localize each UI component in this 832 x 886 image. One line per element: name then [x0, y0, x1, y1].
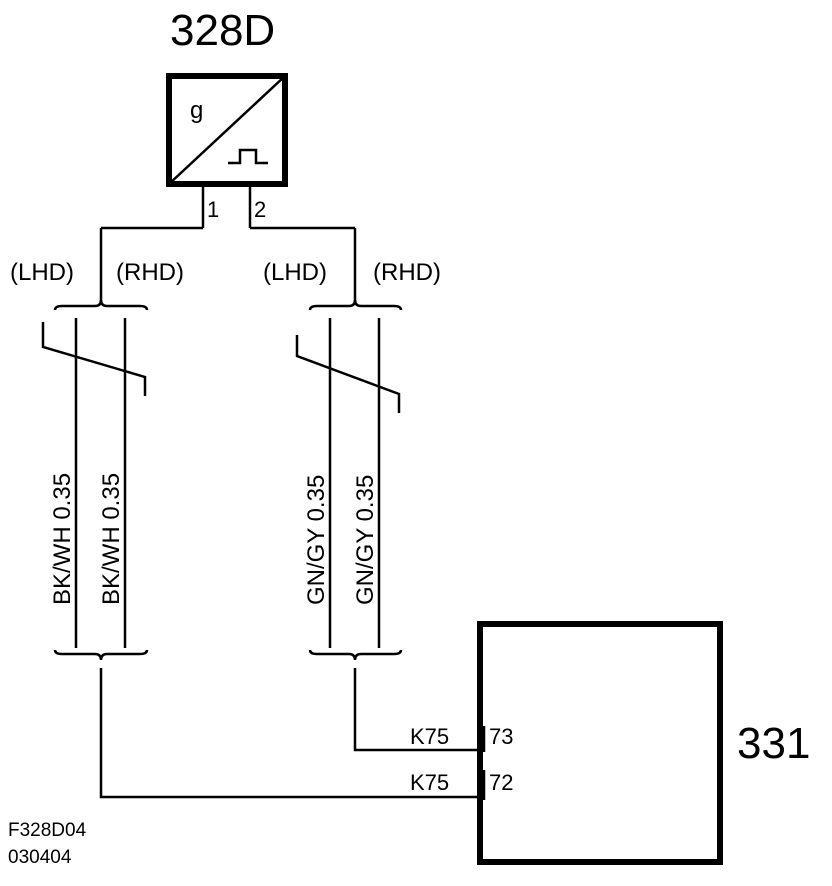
pin2-bottom-brace — [308, 649, 403, 661]
diagram-date: 030404 — [8, 847, 72, 868]
pin2-rhd-label: (RHD) — [373, 259, 441, 286]
sensor-box — [166, 73, 288, 187]
connector-k75-label-72: K75 — [410, 770, 449, 795]
pin2-number: 2 — [254, 197, 266, 222]
pulse-signal-icon — [228, 148, 268, 165]
pin1-lhd-label: (LHD) — [10, 259, 74, 286]
pin1-top-brace — [53, 299, 149, 311]
component-328d-label: 328D — [170, 6, 275, 55]
pin2-lhd-wire-label: GN/GY 0.35 — [303, 475, 330, 605]
pin1-lhd-wire-label: BK/WH 0.35 — [49, 473, 76, 605]
pin72-number: 72 — [489, 770, 513, 795]
pin2-twist-mark — [295, 335, 401, 413]
pin2-return-wire — [353, 668, 484, 752]
pin2-lhd-label: (LHD) — [263, 259, 327, 286]
pin1-rhd-wire-label: BK/WH 0.35 — [98, 473, 125, 605]
pin1-number: 1 — [207, 197, 219, 222]
pin73-number: 73 — [489, 724, 513, 749]
sensor-g-label: g — [190, 97, 203, 124]
diagram-code: F328D04 — [8, 820, 87, 841]
component-331-label: 331 — [737, 719, 810, 768]
pin1-rhd-label: (RHD) — [116, 259, 184, 286]
sensor-diagonal — [168, 75, 286, 185]
pin1-return-wire — [99, 668, 484, 799]
pin1-bottom-brace — [53, 649, 149, 661]
pin2-rhd-wire-label: GN/GY 0.35 — [352, 475, 379, 605]
connector-k75-label-73: K75 — [410, 724, 449, 749]
pin1-twist-mark — [41, 322, 147, 396]
module-331-box — [477, 621, 723, 865]
pin2-top-brace — [308, 299, 403, 311]
